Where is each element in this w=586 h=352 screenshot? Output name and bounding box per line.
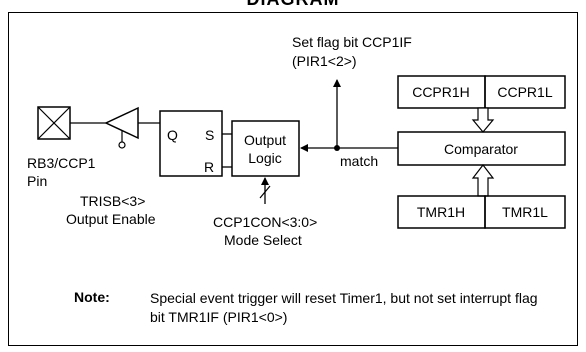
comparator-block xyxy=(397,131,566,166)
note-text: Special event trigger will reset Timer1,… xyxy=(150,290,538,325)
latch-q-label: Q xyxy=(167,127,178,143)
tmr1-to-comparator-arrow xyxy=(471,164,495,197)
latch-r-label: R xyxy=(204,159,214,175)
output-logic-block xyxy=(231,120,300,177)
note-label: Note: xyxy=(74,289,110,305)
ccp1con-label-1: CCP1CON<3:0> xyxy=(213,214,317,230)
pin-symbol xyxy=(37,106,71,140)
ccpr1l-label: CCPR1L xyxy=(497,84,552,100)
sr-latch xyxy=(159,110,223,177)
set-flag-label-2: (PIR1<2>) xyxy=(292,53,357,69)
match-label: match xyxy=(340,153,378,169)
ccp1con-label-2: Mode Select xyxy=(224,232,302,248)
ccpr1-register xyxy=(397,75,566,109)
set-flag-label-1: Set flag bit CCP1IF xyxy=(292,34,412,50)
output-logic-label-2: Logic xyxy=(248,150,281,166)
diagram-title: DIAGRAM xyxy=(0,0,586,10)
pin-label-2: Pin xyxy=(27,173,47,189)
ccpr1-to-comparator-arrow xyxy=(471,107,495,133)
latch-s-label: S xyxy=(205,127,214,143)
diagram-frame xyxy=(8,12,578,346)
ccpr1h-label: CCPR1H xyxy=(412,84,470,100)
comparator-label: Comparator xyxy=(444,141,518,157)
mode-select-bus xyxy=(259,177,271,204)
trisb-label-1: TRISB<3> xyxy=(80,193,145,209)
tmr1h-label: TMR1H xyxy=(417,204,465,220)
pin-label-1: RB3/CCP1 xyxy=(27,155,96,171)
tmr1-register xyxy=(397,195,566,229)
tmr1l-label: TMR1L xyxy=(502,204,548,220)
output-buffer xyxy=(104,106,139,149)
trisb-label-2: Output Enable xyxy=(66,211,156,227)
output-logic-label-1: Output xyxy=(244,132,286,148)
